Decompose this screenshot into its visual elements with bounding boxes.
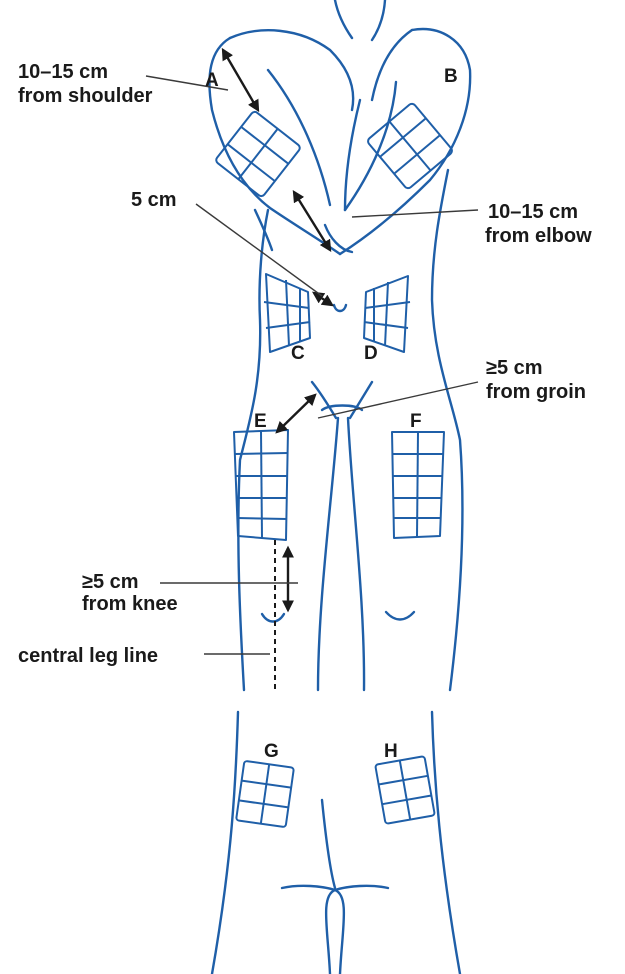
- navel-distance-label: 5 cm: [131, 189, 177, 211]
- groin-distance-line1: ≥5 cm: [486, 357, 543, 379]
- elbow-distance-arrow: [294, 192, 330, 250]
- site-grid-d: [364, 276, 410, 352]
- site-label-g: G: [264, 741, 279, 762]
- groin-distance-line2: from groin: [486, 381, 586, 403]
- shoulder-distance-line2: from shoulder: [18, 85, 153, 107]
- site-label-e: E: [254, 411, 267, 432]
- elbow-distance-line1: 10–15 cm: [488, 201, 578, 223]
- lower-body-outline: [212, 712, 460, 974]
- site-grid-e: [234, 430, 288, 540]
- site-label-d: D: [364, 343, 378, 364]
- elbow-leader-line: [352, 210, 478, 217]
- site-label-c: C: [291, 343, 305, 364]
- knee-distance-line2: from knee: [82, 593, 178, 615]
- groin-distance-arrow: [277, 395, 315, 432]
- site-label-a: A: [205, 70, 219, 91]
- navel-distance-arrow: [314, 293, 332, 305]
- upper-body-outline: [209, 0, 470, 690]
- elbow-distance-line2: from elbow: [485, 225, 592, 247]
- site-grid-g: [236, 761, 294, 827]
- site-grid-h: [375, 756, 435, 824]
- site-label-h: H: [384, 741, 398, 762]
- shoulder-distance-arrow: [223, 50, 258, 110]
- shoulder-distance-line1: 10–15 cm: [18, 61, 108, 83]
- site-grid-f: [392, 432, 444, 538]
- knee-distance-line1: ≥5 cm: [82, 571, 139, 593]
- site-label-f: F: [410, 411, 422, 432]
- site-label-b: B: [444, 66, 458, 87]
- central-leg-line-label: central leg line: [18, 645, 158, 667]
- site-grid-c: [264, 274, 310, 352]
